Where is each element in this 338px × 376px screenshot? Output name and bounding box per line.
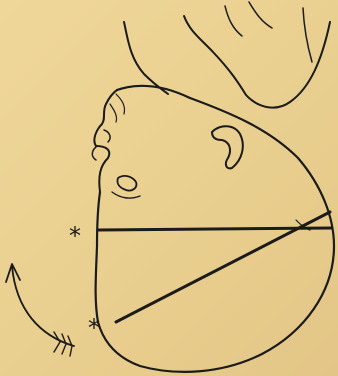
hand-crease-1	[225, 6, 242, 36]
upper-limb-outline	[124, 22, 168, 94]
mouth	[117, 176, 136, 191]
hand-crease-3	[303, 8, 312, 62]
nose	[92, 146, 97, 160]
rotation-arrow-shaft	[12, 266, 74, 346]
upper-limb-outline-2	[184, 16, 330, 108]
ear	[212, 126, 243, 168]
hair-strands	[110, 94, 125, 122]
chin-line	[112, 192, 140, 198]
brow	[104, 130, 110, 142]
face-profile	[94, 90, 117, 192]
upper-marker-asterisk: *	[69, 224, 81, 248]
lower-marker-asterisk: *	[88, 316, 100, 340]
hand-crease-2	[249, 2, 272, 28]
